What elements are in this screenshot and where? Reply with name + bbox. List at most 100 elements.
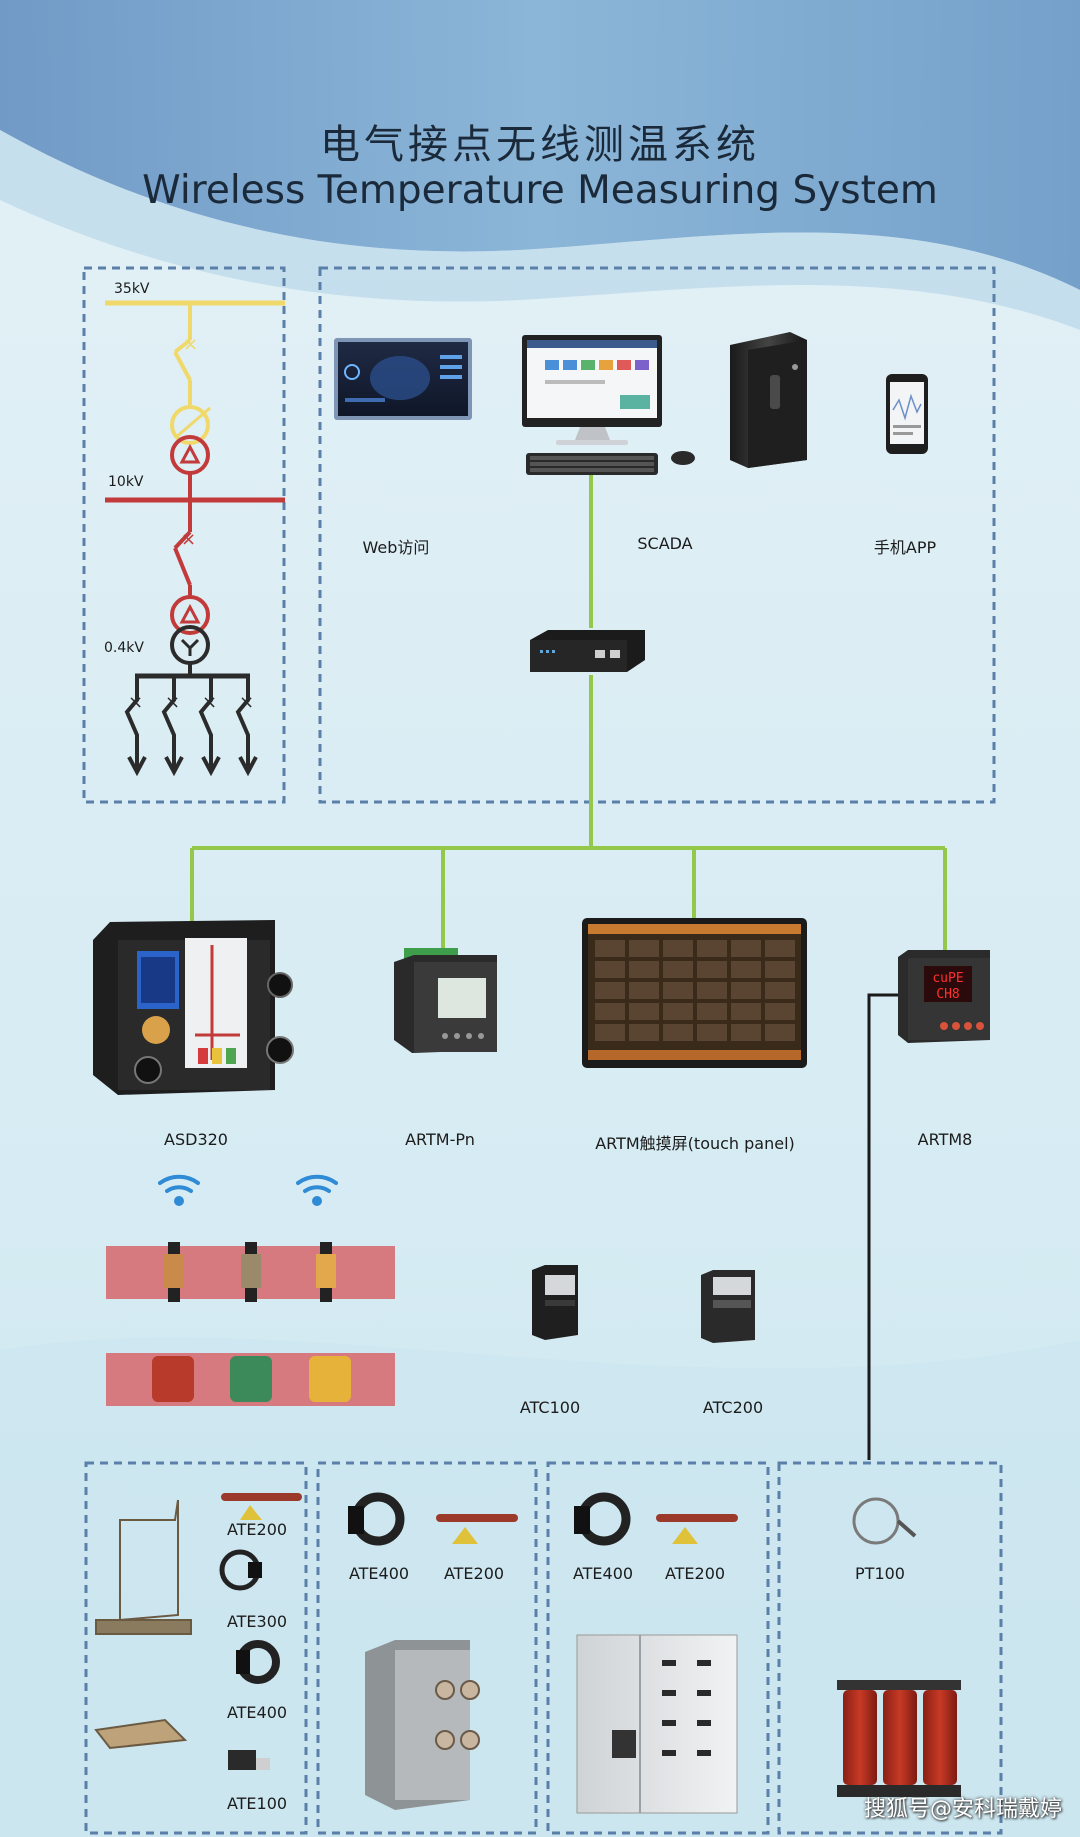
sensor-label-ate200-g2: ATE200	[443, 1564, 505, 1583]
sensor-label-ate200-g3: ATE200	[664, 1564, 726, 1583]
voltage-04kv: 0.4kV	[104, 640, 144, 656]
voltage-35kv: 35kV	[114, 281, 150, 297]
transformer-10kv	[170, 595, 210, 635]
sensor-label-ate200-g1: ATE200	[226, 1520, 288, 1539]
panel-cell	[731, 961, 761, 978]
mobile-phone-icon	[886, 374, 928, 454]
platform-frame	[318, 266, 996, 804]
sensor-label-ate300-g1: ATE300	[226, 1612, 288, 1631]
sensor-frame-3	[546, 1461, 770, 1835]
feeders	[124, 676, 258, 777]
device-label-artm-pn: ARTM-Pn	[405, 1130, 475, 1149]
sensor-label-ate400-g2: ATE400	[348, 1564, 410, 1583]
platform-label-app: 手机APP	[873, 538, 937, 557]
web-dashboard-icon	[334, 338, 472, 420]
single-line-diagram: × × ×× ××	[105, 300, 285, 777]
dry-transformer-icon	[837, 1680, 961, 1797]
sensor-frame-1	[84, 1461, 308, 1835]
panel-cell	[731, 940, 761, 957]
ate400-ring-icon-1	[236, 1640, 280, 1684]
switchgear-cabinet-icon	[576, 1634, 738, 1814]
switch-10kv	[173, 530, 192, 550]
device-label-touch-panel: ARTM触摸屏(touch panel)	[595, 1134, 795, 1153]
svg-text:×: ×	[181, 529, 196, 550]
panel-cell	[697, 982, 727, 999]
svg-text:×: ×	[239, 692, 254, 713]
sensor-frame-4	[777, 1461, 1003, 1835]
svg-text:×: ×	[202, 692, 217, 713]
ate200-probe-icon-1	[221, 1493, 302, 1520]
sensor-label-ate100-g1: ATE100	[226, 1794, 288, 1813]
artm8-device-icon: cuPE CH8	[898, 950, 990, 1043]
panel-cell	[629, 982, 659, 999]
artm-touch-panel-icon	[582, 918, 807, 1068]
bracket-sensor-icon	[94, 1499, 192, 1750]
platform-label-web: Web访问	[362, 538, 430, 557]
panel-cell	[663, 1003, 693, 1020]
panel-cell	[663, 982, 693, 999]
ate400-ring-icon-2	[348, 1492, 405, 1546]
single-line-frame	[82, 266, 286, 804]
panel-cell	[731, 982, 761, 999]
collector-label-atc200: ATC200	[702, 1398, 764, 1417]
artm-pn-device-icon	[394, 948, 497, 1053]
server-tower-icon	[730, 332, 807, 468]
panel-cell	[663, 961, 693, 978]
ate300-clamp-icon	[219, 1549, 262, 1591]
panel-cell	[595, 982, 625, 999]
panel-cell	[629, 940, 659, 957]
artm8-display-line2: CH8	[936, 987, 959, 1002]
scada-workstation-icon	[522, 335, 695, 475]
atc200-device-icon	[701, 1270, 755, 1343]
panel-cell	[765, 961, 795, 978]
sensor-label-ate400-g1: ATE400	[226, 1703, 288, 1722]
panel-cell	[765, 940, 795, 957]
atc100-device-icon	[532, 1265, 578, 1340]
asd320-device-icon	[93, 920, 294, 1095]
panel-cell	[697, 961, 727, 978]
wifi-icon-2	[296, 1174, 338, 1206]
panel-cell	[697, 1003, 727, 1020]
panel-cell	[697, 940, 727, 957]
panel-cell	[765, 982, 795, 999]
ate100-box-icon	[228, 1750, 270, 1770]
panel-cell	[663, 940, 693, 957]
pt100-link	[867, 993, 906, 1460]
pt100-probe-icon	[852, 1497, 917, 1545]
cap-sensors	[152, 1356, 351, 1402]
clip-sensors	[164, 1242, 336, 1302]
header-wave-light	[0, 130, 1080, 330]
sensor-label-ate400-g3: ATE400	[572, 1564, 634, 1583]
title-cn: 电气接点无线测温系统	[320, 122, 760, 168]
panel-cell	[697, 1024, 727, 1041]
ate400-ring-icon-3	[574, 1492, 631, 1546]
switch-35kv	[173, 338, 192, 354]
panel-cell	[595, 961, 625, 978]
panel-cell	[629, 961, 659, 978]
gateway-device-icon	[530, 630, 645, 672]
panel-cell	[595, 1003, 625, 1020]
panel-cell	[731, 1003, 761, 1020]
panel-cell	[595, 940, 625, 957]
panel-cell	[731, 1024, 761, 1041]
switchgear-breaker-icon	[365, 1640, 480, 1810]
title-en: Wireless Temperature Measuring System	[142, 168, 938, 213]
panel-cell	[765, 1003, 795, 1020]
watermark: 搜狐号@安科瑞戴婷	[863, 1797, 1062, 1822]
ate200-probe-icon-3	[656, 1514, 738, 1544]
artm8-display-line1: cuPE	[932, 971, 963, 986]
sensor-label-pt100: PT100	[855, 1564, 905, 1583]
panel-cell	[595, 1024, 625, 1041]
panel-cell	[663, 1024, 693, 1041]
panel-cell	[629, 1024, 659, 1041]
transformer-35kv	[170, 405, 210, 445]
panel-cell	[765, 1024, 795, 1041]
svg-text:×: ×	[128, 692, 143, 713]
platform-label-scada: SCADA	[637, 534, 693, 553]
collector-label-atc100: ATC100	[519, 1398, 581, 1417]
device-label-artm8: ARTM8	[917, 1130, 973, 1149]
panel-cell	[629, 1003, 659, 1020]
device-label-asd320: ASD320	[164, 1130, 228, 1149]
voltage-10kv: 10kV	[108, 474, 144, 490]
